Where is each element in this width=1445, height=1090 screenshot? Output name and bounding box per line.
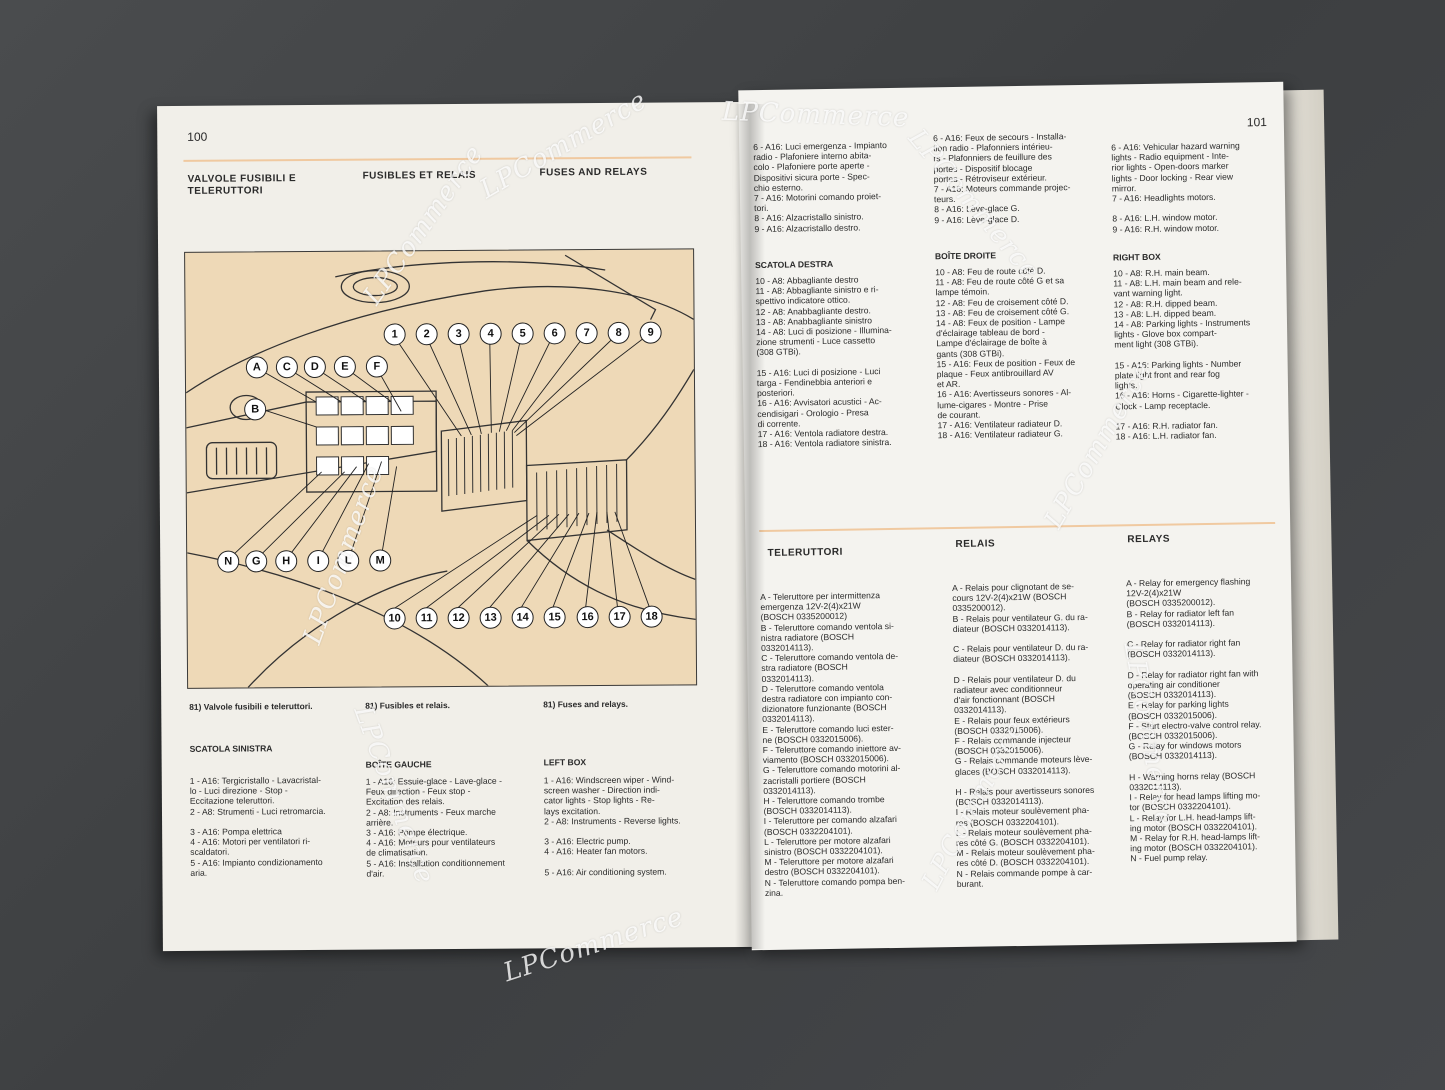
- relays-fr-list: A - Relais pour clignotant de se- cours …: [952, 581, 1095, 889]
- subhead-left-it: Scatola sinistra: [189, 743, 273, 754]
- relays-header-fr: Relais: [955, 538, 996, 550]
- callout-4: 4: [479, 322, 502, 345]
- callout-17: 17: [608, 605, 631, 628]
- left-page: 100 Valvole fusibili e teleruttori Fusib…: [157, 101, 759, 952]
- page-number-left: 100: [187, 129, 208, 144]
- relays-header-en: Relays: [1127, 533, 1171, 546]
- callout-1: 1: [383, 323, 406, 346]
- caption-it: 81) Valvole fusibili e teleruttori.: [189, 701, 313, 712]
- callout-B: B: [244, 398, 267, 421]
- relays-rule: [759, 521, 1276, 533]
- header-rule-left: [183, 156, 692, 162]
- callout-6: 6: [543, 322, 566, 345]
- right-box-en-list: 10 - A8: R.H. main beam. 11 - A8: L.H. m…: [1113, 266, 1251, 442]
- relays-it-list: A - Teleruttore per intermittenza emerge…: [760, 590, 906, 898]
- callout-7: 7: [575, 322, 598, 345]
- callout-11: 11: [415, 607, 438, 630]
- callout-15: 15: [543, 606, 566, 629]
- callout-14: 14: [511, 606, 534, 629]
- callout-5: 5: [511, 322, 534, 345]
- right-box-fr-list: 10 - A8: Feu de route côté D. 11 - A8: F…: [935, 265, 1076, 441]
- left-box-en-list: 1 - A16: Windscreen wiper - Wind- screen…: [543, 774, 681, 878]
- callout-2: 2: [415, 323, 438, 346]
- callout-10: 10: [383, 607, 406, 630]
- subhead-right-fr: Boîte droite: [934, 250, 997, 262]
- callout-A: A: [245, 356, 268, 379]
- callout-N: N: [217, 550, 240, 573]
- fuse-diagram: 1 2 3 4 5 6 7 8 9 A C D E F B N G H I L …: [184, 248, 698, 689]
- callout-8: 8: [607, 321, 630, 344]
- subhead-left-en: Left box: [543, 757, 587, 768]
- callout-D: D: [303, 355, 326, 379]
- callout-H: H: [275, 550, 298, 573]
- caption-en: 81) Fuses and relays.: [543, 698, 629, 710]
- callout-3: 3: [447, 322, 470, 346]
- header-it: Valvole fusibili e teleruttori: [187, 173, 297, 197]
- callout-13: 13: [479, 606, 502, 629]
- callout-C: C: [275, 356, 298, 379]
- left-box-it-list: 1 - A16: Tergicristallo - Lavacristal- l…: [189, 774, 326, 878]
- callout-18: 18: [640, 605, 663, 628]
- callout-9: 9: [639, 321, 662, 344]
- right-top-en-list: 6 - A16: Vehicular hazard warning lights…: [1111, 140, 1240, 235]
- callout-12: 12: [447, 606, 470, 630]
- right-page: 101 6 - A16: Luci emergenza - Impianto r…: [738, 81, 1297, 951]
- fuse-diagram-drawing: [185, 254, 696, 688]
- subhead-right-it: Scatola destra: [754, 258, 834, 271]
- callout-G: G: [245, 550, 268, 573]
- callout-M: M: [369, 549, 392, 572]
- right-box-it-list: 10 - A8: Abbagliante destro 11 - A8: Abb…: [755, 274, 892, 450]
- callout-F: F: [365, 355, 388, 378]
- book-gutter: [735, 104, 765, 949]
- right-top-it-list: 6 - A16: Luci emergenza - Impianto radio…: [753, 140, 888, 234]
- relays-header-it: Teleruttori: [767, 546, 843, 559]
- callout-E: E: [333, 355, 356, 378]
- page-number-right: 101: [1246, 115, 1267, 130]
- callout-16: 16: [576, 606, 599, 629]
- subhead-right-en: Right box: [1112, 251, 1161, 263]
- header-en: Fuses and relays: [539, 166, 648, 179]
